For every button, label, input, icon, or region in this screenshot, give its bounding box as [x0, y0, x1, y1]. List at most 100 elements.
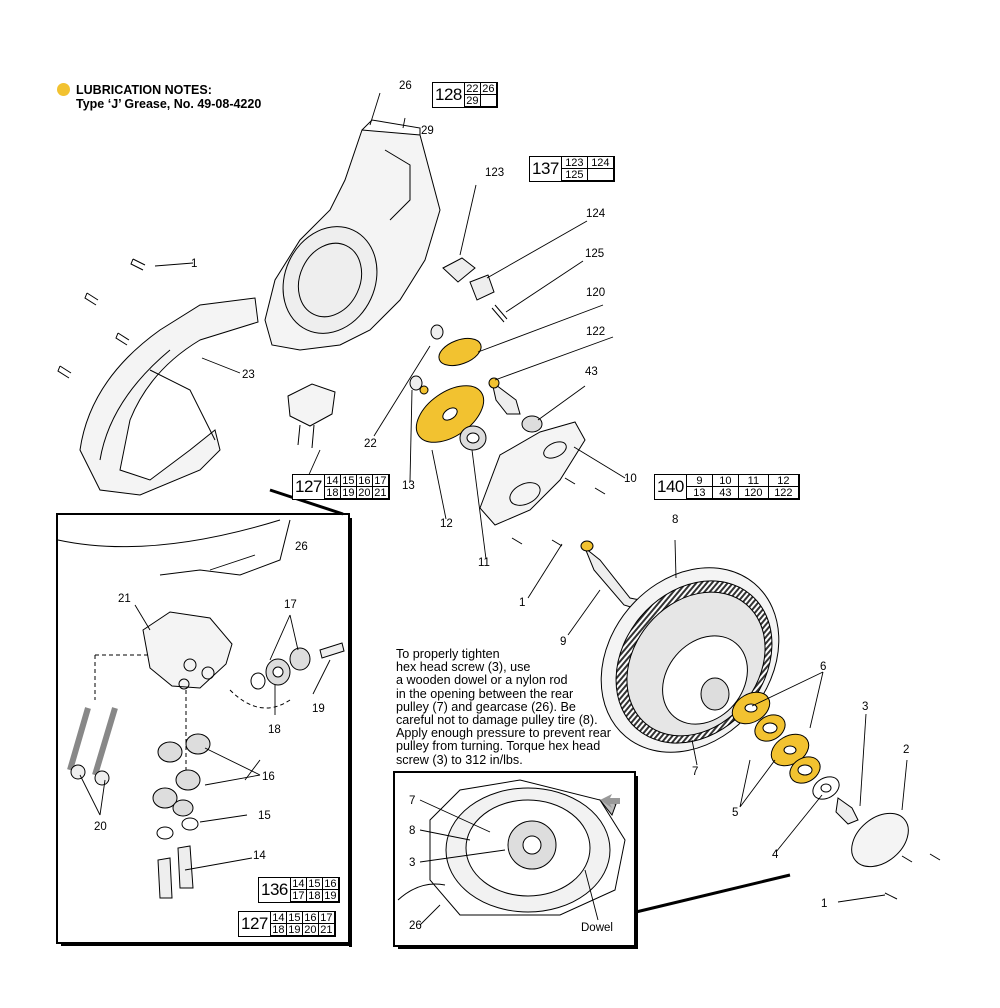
screw-part	[491, 304, 508, 323]
belt-guard-part	[79, 297, 259, 496]
callout-label: 16	[262, 771, 275, 783]
ref-cell: 124	[587, 157, 614, 169]
ref-cell: 120	[738, 487, 769, 499]
ref-table-140: 140 9 10 11 12 13 43 120 122	[654, 474, 800, 500]
callout-label: 125	[585, 248, 605, 260]
ref-cell: 15	[306, 878, 323, 890]
shaft-part	[491, 380, 521, 415]
ref-cell: 17	[290, 890, 307, 902]
clip-part	[469, 274, 495, 301]
callout-label: 18	[268, 724, 281, 736]
callout-label: 10	[624, 473, 637, 485]
callout-label: 124	[586, 208, 606, 220]
instruction-line: careful not to damage pulley tire (8).	[396, 713, 598, 728]
callout-label: 22	[364, 438, 377, 450]
ref-key: 140	[655, 475, 687, 499]
callout-label: 1	[191, 258, 198, 270]
ref-key: 137	[530, 157, 562, 181]
ref-table-127-inset: 127 14 15 16 17 18 19 20 21	[238, 911, 336, 937]
ref-cell: 15	[340, 475, 357, 487]
screw-part	[57, 258, 146, 379]
callout-label: 123	[485, 167, 505, 179]
ref-cell: 16	[302, 912, 319, 924]
instruction-line: a wooden dowel or a nylon rod	[396, 673, 568, 688]
ref-cell: 22	[464, 83, 481, 95]
ref-key: 127	[293, 475, 325, 499]
cap-part	[851, 812, 909, 868]
instruction-line: hex head screw (3), use	[396, 660, 531, 675]
instruction-line: in the opening between the rear	[396, 686, 574, 701]
callout-label: 4	[772, 849, 779, 861]
ref-table-128: 128 22 26 29	[432, 82, 498, 108]
ref-cell: 13	[686, 487, 713, 499]
ref-cell: 20	[356, 487, 373, 499]
ref-cell: 18	[324, 487, 341, 499]
ref-cell: 18	[306, 890, 323, 902]
callout-label: 2	[903, 744, 910, 756]
pad-part	[442, 257, 476, 283]
rear-pulley-part	[600, 567, 780, 753]
washer-part	[731, 691, 840, 800]
callout-label: 5	[732, 807, 739, 819]
callout-label: 21	[118, 593, 131, 605]
callout-label: 7	[409, 795, 416, 807]
ref-table-137: 137 123 124 125	[529, 156, 615, 182]
ref-cell: 14	[270, 912, 287, 924]
ref-cell: 17	[372, 475, 389, 487]
ref-cell: 125	[561, 169, 588, 181]
callout-label: 3	[409, 857, 416, 869]
lubrication-note: LUBRICATION NOTES: Type ‘J’ Grease, No. …	[57, 83, 261, 111]
callout-label: 8	[409, 825, 416, 837]
callout-label: 15	[258, 810, 271, 822]
hex-screw-part	[835, 797, 859, 825]
ref-cell: 18	[270, 924, 287, 936]
bushing-part	[430, 324, 444, 340]
instruction-line: pulley (7) and gearcase (26). Be	[396, 699, 576, 714]
ref-cell: 19	[286, 924, 303, 936]
callout-label: 26	[409, 920, 422, 932]
ref-cell: 19	[322, 890, 339, 902]
callout-label: 17	[284, 599, 297, 611]
callout-label: 43	[585, 366, 598, 378]
screw-part	[564, 477, 606, 495]
callout-label: 29	[421, 125, 434, 137]
instruction-line: screw (3) to 312 in/lbs.	[396, 752, 523, 767]
screw-part	[511, 537, 563, 547]
callout-label: 26	[295, 541, 308, 553]
callout-label: 13	[402, 480, 415, 492]
ref-cell: 11	[738, 475, 769, 487]
ref-cell: 43	[712, 487, 739, 499]
ref-table-136: 136 14 15 16 17 18 19	[258, 877, 340, 903]
ref-cell: 15	[286, 912, 303, 924]
ref-cell: 26	[480, 83, 497, 95]
ref-cell	[587, 169, 614, 181]
callout-label: 8	[672, 514, 679, 526]
gearcase-part	[264, 119, 441, 351]
ref-cell: 21	[372, 487, 389, 499]
instruction-line: Apply enough pressure to prevent rear	[396, 726, 611, 741]
plate-part	[479, 421, 586, 526]
callout-label: 7	[692, 766, 699, 778]
ref-cell: 29	[464, 95, 481, 107]
tightening-instructions: To properly tighten hex head screw (3), …	[396, 647, 646, 767]
ref-cell: 20	[302, 924, 319, 936]
ref-cell: 14	[324, 475, 341, 487]
ref-cell	[480, 95, 497, 107]
ref-cell: 10	[712, 475, 739, 487]
callout-label: 26	[399, 80, 412, 92]
bracket-part	[287, 383, 336, 449]
callout-label: 14	[253, 850, 266, 862]
callout-label: 3	[862, 701, 869, 713]
ref-cell: 16	[356, 475, 373, 487]
bushing-part	[409, 375, 423, 391]
callout-label: 20	[94, 821, 107, 833]
ref-cell: 12	[768, 475, 799, 487]
callout-label: 9	[560, 636, 567, 648]
ref-cell: 123	[561, 157, 588, 169]
callout-label: 23	[242, 369, 255, 381]
instruction-line: To properly tighten	[396, 647, 500, 661]
callout-label: 19	[312, 703, 325, 715]
callout-label: 12	[440, 518, 453, 530]
